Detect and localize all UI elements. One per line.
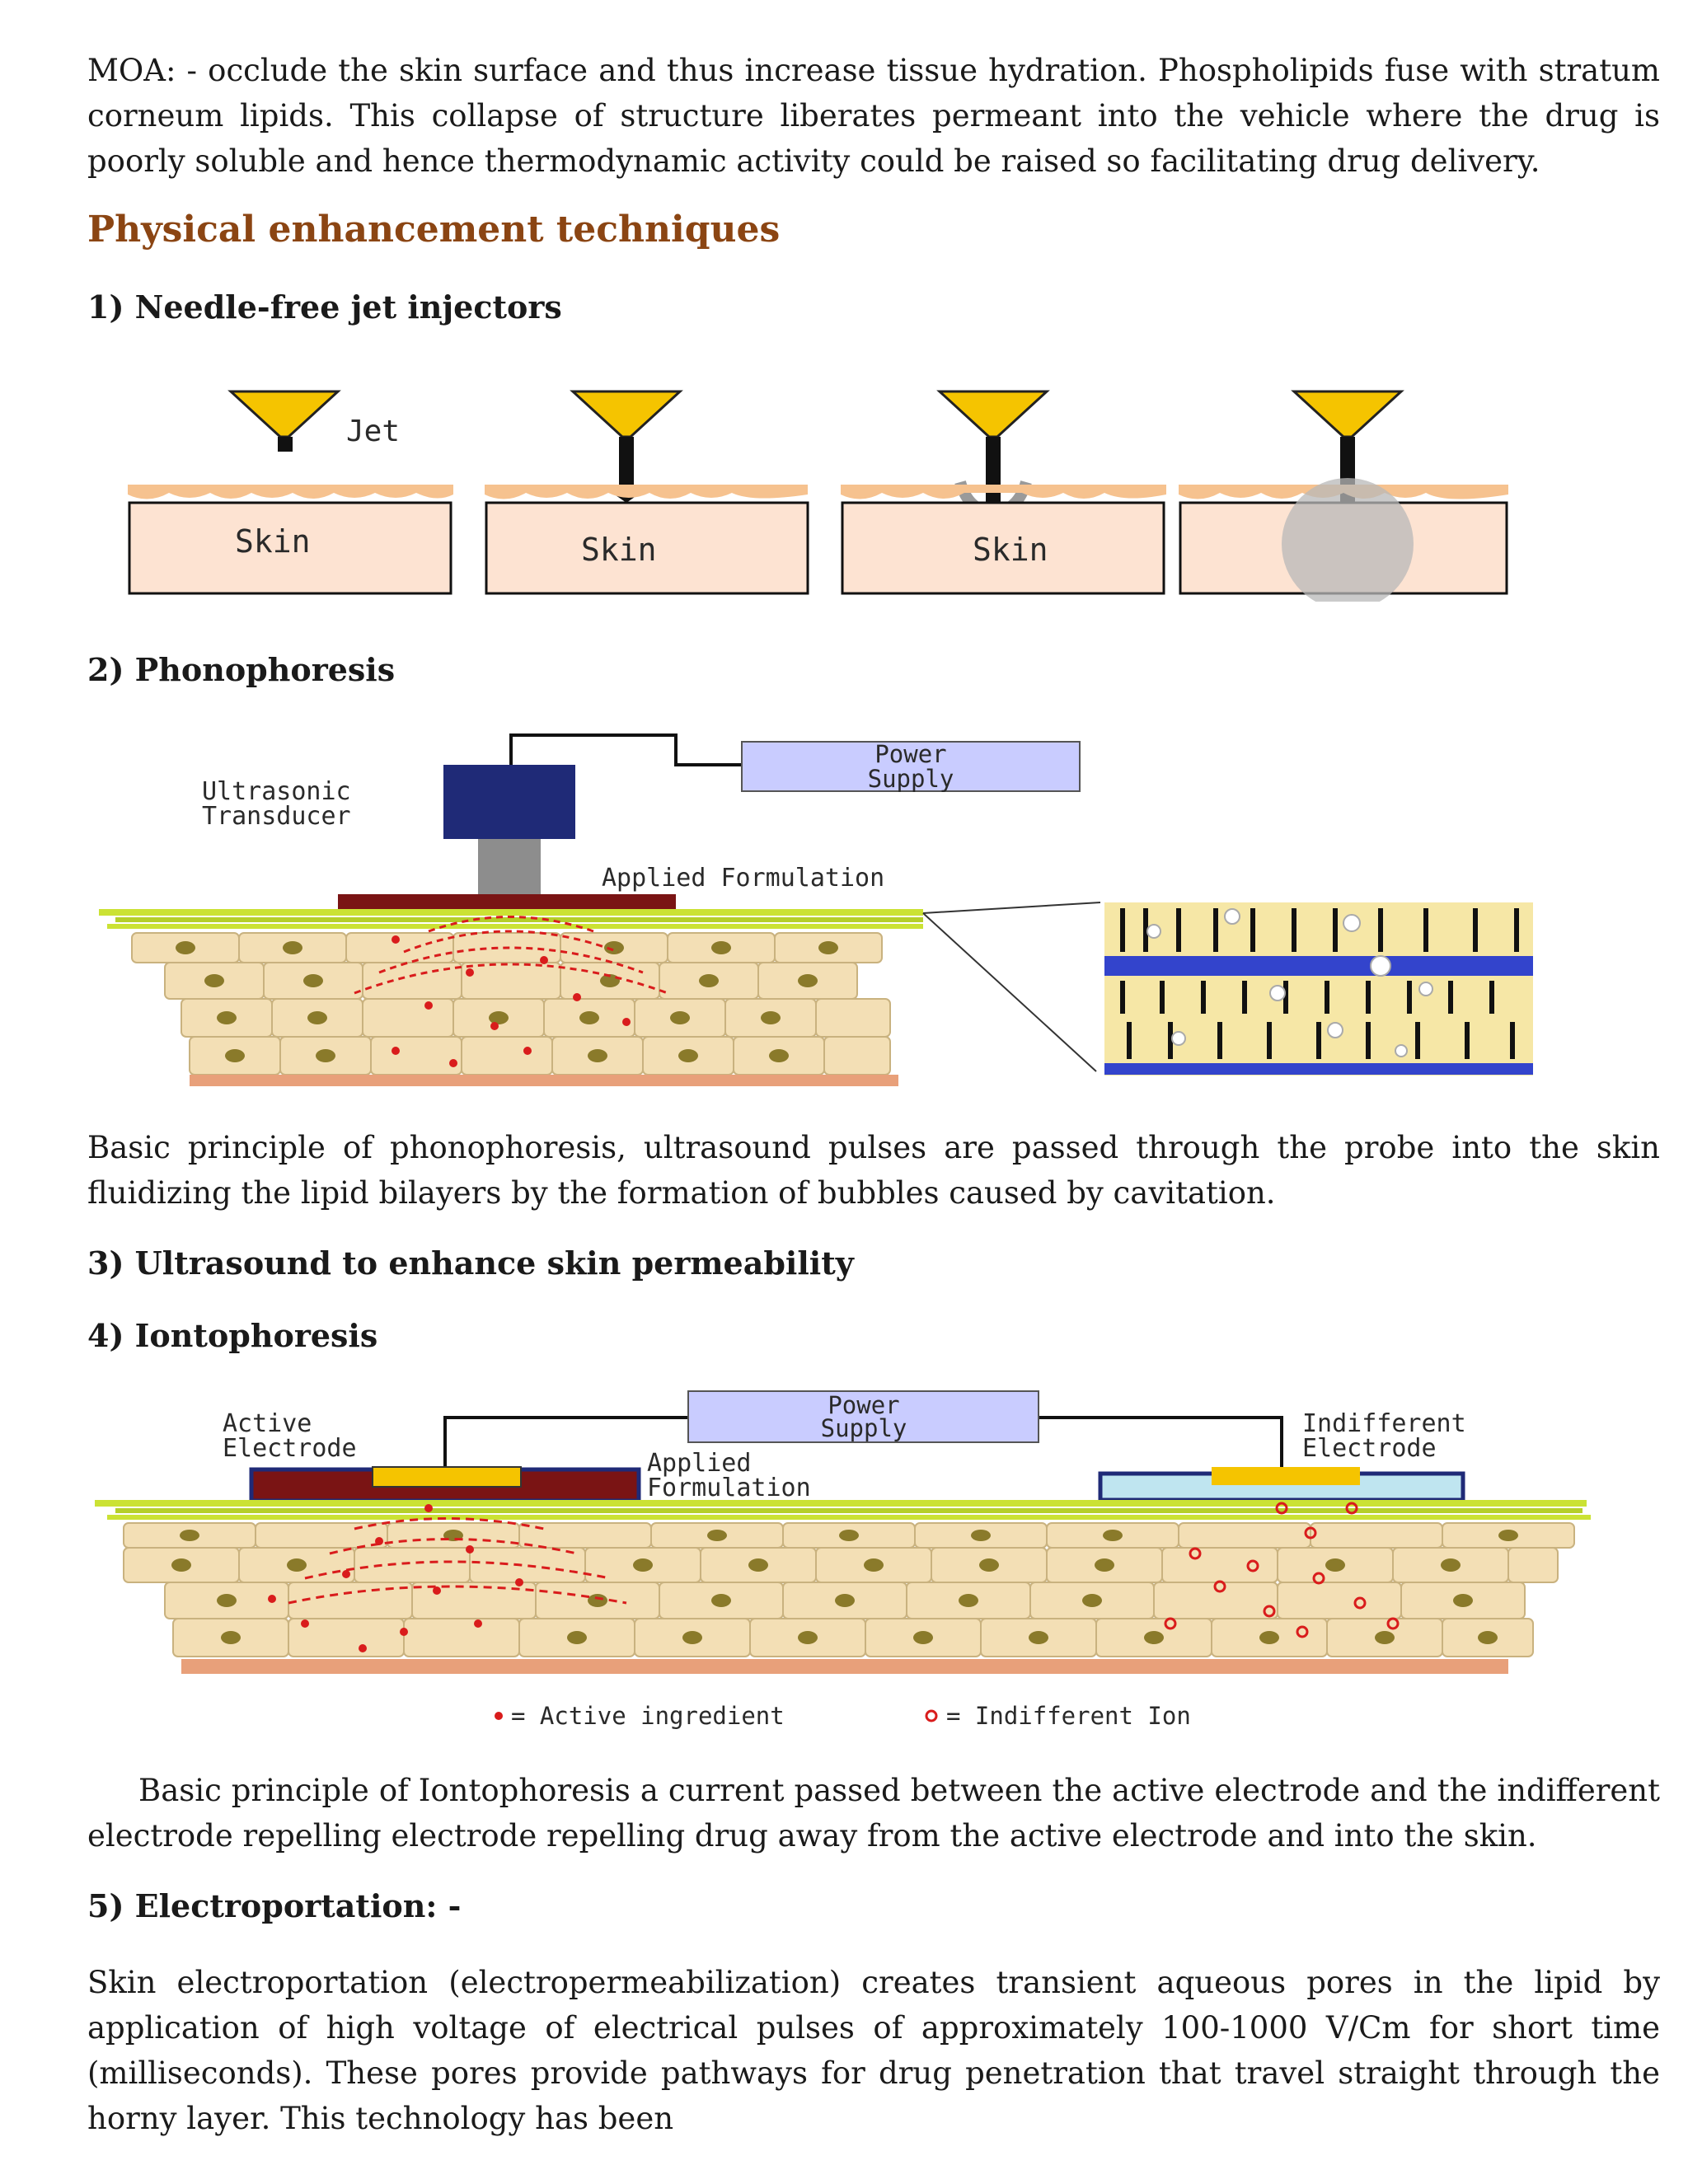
indifferent-electrode-line2: Electrode	[1302, 1434, 1437, 1463]
active-ingredient-particles	[268, 1504, 523, 1652]
legend-active-ingredient: = Active ingredient	[511, 1702, 785, 1730]
skin-block	[128, 501, 452, 595]
ionto-power-line2: Supply	[821, 1414, 907, 1442]
power-supply-box	[741, 741, 1081, 792]
indifferent-electrode-pad	[1098, 1471, 1465, 1502]
skin-block	[485, 501, 809, 595]
active-electrode-line2: Electrode	[223, 1434, 357, 1463]
ionto-power-line1: Power	[828, 1391, 899, 1419]
skin-label-2: Skin	[581, 532, 657, 568]
skin-cells	[123, 1522, 1575, 1657]
heading-ultrasound: 3) Ultrasound to enhance skin permeabili…	[87, 1244, 854, 1282]
indifferent-electrode-line1: Indifferent	[1302, 1409, 1466, 1438]
section-heading: Physical enhancement techniques	[87, 209, 781, 251]
applied-formulation-label: Applied Formulation	[602, 864, 884, 893]
heading-phonophoresis: 2) Phonophoresis	[87, 651, 396, 688]
power-supply-line2: Supply	[868, 765, 954, 793]
cavitation-bubbles	[1146, 908, 1433, 1057]
ionto-legend: = Active ingredient = Indifferent Ion	[495, 1702, 1191, 1730]
iontophoresis-caption: Basic principle of Iontophoresis a curre…	[87, 1773, 1660, 1854]
jet-label: Jet	[346, 415, 400, 448]
phonophoresis-caption: Basic principle of phonophoresis, ultras…	[87, 1130, 1660, 1211]
indifferent-ion-particles	[1164, 1502, 1400, 1638]
funnel-icon	[1291, 390, 1404, 438]
transducer-head	[443, 765, 575, 839]
skin-label-1: Skin	[235, 523, 311, 560]
dermis-band	[190, 1075, 898, 1086]
jet-panel-2: Skin	[485, 390, 809, 595]
formulation-pad	[338, 894, 676, 909]
funnel-icon	[570, 390, 683, 438]
current-lines	[288, 1517, 627, 1605]
drug-particles	[392, 935, 631, 1067]
skin-label-3: Skin	[973, 532, 1048, 568]
cell-nuclei	[176, 941, 838, 1062]
applied-formulation-line1: Applied	[647, 1449, 751, 1478]
dermis-band	[181, 1659, 1508, 1674]
active-electrode-line1: Active	[223, 1409, 312, 1438]
phonophoresis-figure: Power Supply Ultrasonic Transducer Appli…	[99, 733, 1533, 1086]
funnel-icon	[227, 390, 341, 438]
jet-panel-1: Jet Skin	[128, 390, 453, 595]
skin-block	[841, 501, 1165, 595]
transducer-probe	[478, 839, 541, 897]
lipid-bilayer-inset	[1104, 902, 1533, 1076]
jet-panel-4	[1179, 390, 1508, 602]
indifferent-electrode-plate	[1212, 1467, 1360, 1485]
power-supply-box	[687, 1390, 1039, 1443]
cell-nuclei	[171, 1530, 1518, 1644]
jet-injector-figure: Jet Skin Skin Skin	[128, 390, 1508, 602]
heading-iontophoresis: 4) Iontophoresis	[87, 1317, 378, 1354]
ultrasound-waves	[354, 916, 668, 995]
heading-jet-injectors: 1) Needle-free jet injectors	[87, 288, 562, 326]
applied-formulation-line2: Formulation	[647, 1474, 811, 1502]
electroporation-paragraph: Skin electroportation (electropermeabili…	[87, 1965, 1660, 2136]
legend-indifferent-ion: = Indifferent Ion	[946, 1702, 1191, 1730]
heading-electroporation: 5) Electroportation: -	[87, 1887, 462, 1924]
transducer-label-line1: Ultrasonic	[202, 777, 351, 806]
iontophoresis-figure: Power Supply Active Electrode Applied Fo…	[95, 1390, 1591, 1730]
active-ingredient-legend-icon	[495, 1712, 503, 1720]
transducer-label-line2: Transducer	[202, 802, 351, 831]
power-supply-line1: Power	[874, 740, 946, 768]
drug-dispersion	[1282, 478, 1414, 602]
active-electrode-plate	[372, 1466, 522, 1488]
funnel-icon	[936, 390, 1050, 438]
moa-paragraph: MOA: - occlude the skin surface and thus…	[87, 53, 1660, 179]
indifferent-ion-legend-icon	[925, 1709, 938, 1722]
jet-panel-3: Skin	[841, 390, 1166, 595]
